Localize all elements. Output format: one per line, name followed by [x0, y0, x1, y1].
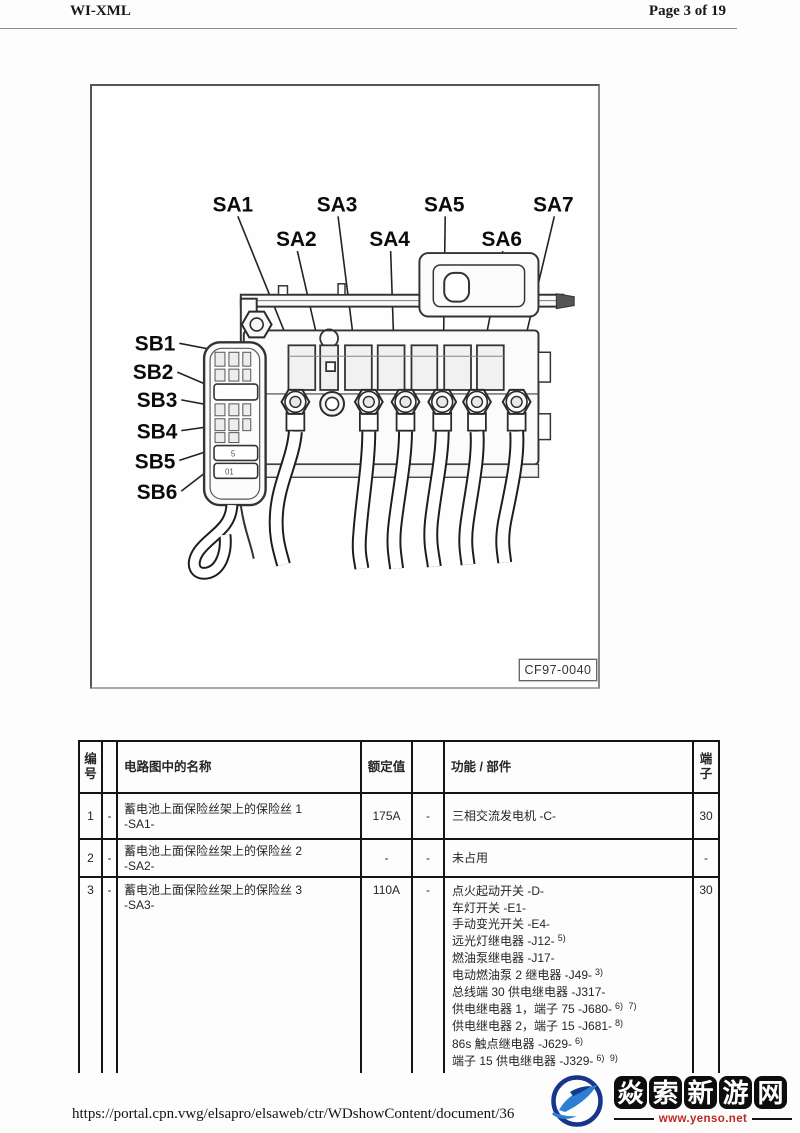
cell-rating: 175A	[360, 792, 413, 840]
cell-terminal: 30	[692, 876, 720, 1073]
brand-char: 新	[684, 1076, 717, 1109]
label-sb2: SB2	[133, 361, 174, 384]
cell-rating: 110A	[360, 876, 413, 1073]
brand-char: 焱	[614, 1076, 647, 1109]
fuse-code: -SA3-	[124, 898, 155, 912]
fuse-code: -SA1-	[124, 817, 155, 831]
cell-name: 蓄电池上面保险丝架上的保险丝 2 -SA2-	[116, 838, 362, 878]
cell-function: 点火起动开关 -D- 车灯开关 -E1- 手动变光开关 -E4- 远光灯继电器 …	[443, 876, 694, 1073]
cell-dash: -	[411, 792, 445, 840]
cell-terminal: -	[692, 838, 720, 878]
brand-char: 索	[649, 1076, 682, 1109]
watermark-site-line: www.yenso.net	[614, 1113, 792, 1125]
cell-dash: -	[101, 876, 118, 1073]
function-line: 手动变光开关 -E4-	[452, 917, 551, 931]
cell-function: 未占用	[443, 838, 694, 878]
col-header-rating: 额定值	[360, 740, 413, 794]
brand-char: 游	[719, 1076, 752, 1109]
label-sa4: SA4	[369, 228, 410, 251]
function-line: 供电继电器 1，端子 75 -J680-6) 7)	[452, 1000, 637, 1016]
footer-url: https://portal.cpn.vwg/elsapro/elsaweb/c…	[72, 1106, 515, 1122]
label-sa5: SA5	[424, 193, 465, 216]
function-line: 远光灯继电器 -J12-5)	[452, 932, 566, 948]
battery-cables	[268, 430, 525, 570]
page-header-left: WI-XML	[70, 3, 131, 19]
watermark-site-url: www.yenso.net	[658, 1113, 748, 1125]
label-sa6: SA6	[481, 228, 522, 251]
page-header-right: Page 3 of 19	[648, 3, 726, 19]
cell-number: 3	[78, 876, 103, 1073]
figure-code-box: CF97-0040	[519, 659, 597, 681]
cell-terminal: 30	[692, 792, 720, 840]
fuse-box-drawing-svg: 5 01 SA1 SA2 SA3 SA4 SA5 SA6 SA7 SB1	[133, 193, 575, 580]
function-line: 总线端 30 供电继电器 -J317-	[452, 985, 606, 999]
cell-function: 三相交流发电机 -C-	[443, 792, 694, 840]
sb-fuse-holder: 5 01	[202, 341, 267, 507]
function-line: 电动燃油泵 2 继电器 -J49-3)	[452, 966, 604, 982]
label-sa1: SA1	[213, 193, 254, 216]
col-header-blank2	[411, 740, 445, 794]
sa-labels: SA1 SA2 SA3 SA4 SA5 SA6 SA7	[213, 193, 574, 251]
label-sb5: SB5	[135, 450, 176, 473]
cell-name: 蓄电池上面保险丝架上的保险丝 1 -SA1-	[116, 792, 362, 840]
label-sb6: SB6	[137, 481, 178, 504]
label-sa2: SA2	[276, 228, 317, 251]
hex-bolt	[240, 310, 273, 339]
col-header-name: 电路图中的名称	[116, 740, 362, 794]
holder-mark-01: 01	[225, 467, 234, 476]
watermark-dash	[614, 1118, 654, 1120]
function-line: 端子 15 供电继电器 -J329-6) 9)	[452, 1053, 618, 1068]
label-sa3: SA3	[317, 193, 358, 216]
fuse-table: 编号 电路图中的名称 额定值 功能 / 部件 端子 1 - 蓄电池上面保险丝架上…	[78, 740, 720, 1073]
cell-number: 1	[78, 792, 103, 840]
function-line: 未占用	[452, 850, 489, 865]
function-line: 车灯开关 -E1-	[452, 900, 527, 915]
function-line: 三相交流发电机 -C-	[452, 808, 556, 823]
fuse-name: 蓄电池上面保险丝架上的保险丝 3	[124, 883, 303, 897]
watermark-dash	[752, 1118, 792, 1120]
function-line: 燃油泵继电器 -J17-	[452, 951, 555, 965]
cell-name: 蓄电池上面保险丝架上的保险丝 3 -SA3-	[116, 876, 362, 1073]
cell-dash: -	[411, 876, 445, 1073]
table-row: 2 - 蓄电池上面保险丝架上的保险丝 2 -SA2- - - 未占用 -	[78, 838, 720, 878]
function-line: 点火起动开关 -D-	[452, 884, 544, 898]
cell-dash: -	[101, 838, 118, 878]
site-watermark: 焱 索 新 游 网 www.yenso.net	[548, 1070, 798, 1130]
watermark-logo-icon	[550, 1074, 604, 1128]
cell-rating: -	[360, 838, 413, 878]
cell-number: 2	[78, 838, 103, 878]
fuse-windows	[287, 344, 505, 391]
col-header-number: 编号	[78, 740, 103, 794]
fuse-box-figure: 5 01 SA1 SA2 SA3 SA4 SA5 SA6 SA7 SB1	[90, 84, 600, 689]
brand-char: 网	[754, 1076, 787, 1109]
cell-dash: -	[411, 838, 445, 878]
label-sb1: SB1	[135, 332, 176, 355]
fuse-code: -SA2-	[124, 859, 155, 873]
cell-dash: -	[101, 792, 118, 840]
label-sb4: SB4	[137, 421, 178, 444]
function-line: 供电继电器 2，端子 15 -J681-8)	[452, 1018, 624, 1033]
col-header-function: 功能 / 部件	[443, 740, 694, 794]
watermark-brand-name: 焱 索 新 游 网	[614, 1076, 787, 1109]
col-header-blank1	[101, 740, 118, 794]
label-sb3: SB3	[137, 389, 178, 412]
hook-cable	[187, 504, 255, 580]
label-sa7: SA7	[533, 193, 574, 216]
fuse-name: 蓄电池上面保险丝架上的保险丝 1	[124, 802, 303, 816]
table-row: 3 - 蓄电池上面保险丝架上的保险丝 3 -SA3- 110A - 点火起动开关…	[78, 876, 720, 1073]
cable-lugs	[285, 411, 527, 432]
sb-labels: SB1 SB2 SB3 SB4 SB5 SB6	[133, 332, 178, 504]
header-rule	[0, 28, 737, 29]
col-header-terminal: 端子	[692, 740, 720, 794]
table-row: 1 - 蓄电池上面保险丝架上的保险丝 1 -SA1- 175A - 三相交流发电…	[78, 792, 720, 840]
holder-mark-5: 5	[231, 449, 236, 458]
function-line: 86s 触点继电器 -J629-6)	[452, 1035, 584, 1051]
table-header-row: 编号 电路图中的名称 额定值 功能 / 部件 端子	[78, 740, 720, 794]
top-right-tab	[418, 252, 540, 318]
fuse-name: 蓄电池上面保险丝架上的保险丝 2	[124, 844, 303, 858]
